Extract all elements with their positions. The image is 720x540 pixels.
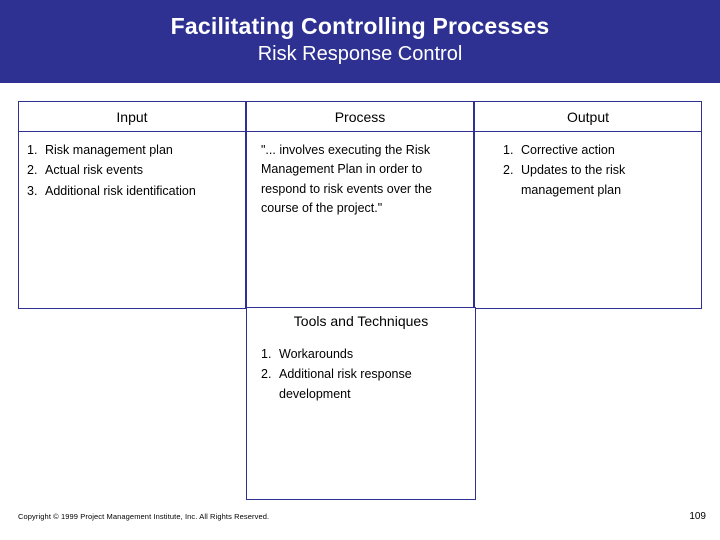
list-item: 2. Updates to the risk management plan — [503, 161, 693, 200]
output-column: Output 1. Corrective action 2. Updates to … — [474, 101, 702, 309]
list-item-number: 2. — [27, 163, 38, 178]
list-item: 1. Risk management plan — [27, 141, 237, 160]
input-column: Input 1. Risk management plan 2. Actual ri… — [18, 101, 246, 309]
page-title: Facilitating Controlling Processes — [170, 13, 550, 39]
input-list: 1. Risk management plan 2. Actual risk eve… — [27, 141, 237, 201]
list-item: 3. Additional risk identification — [27, 182, 237, 201]
process-column-body: "... involves executing the Risk Managem… — [247, 132, 473, 219]
ipo-table: Input 1. Risk management plan 2. Actual ri… — [18, 101, 702, 309]
list-item-number: 3. — [27, 183, 38, 198]
list-item: 1. Corrective action — [503, 141, 693, 160]
list-item: 1. Workarounds — [261, 345, 465, 364]
list-item-number: 1. — [261, 347, 272, 361]
list-item: 2. Additional risk response development — [261, 365, 465, 404]
output-list: 1. Corrective action 2. Updates to the ris… — [503, 141, 693, 200]
list-item-number: 2. — [261, 367, 272, 382]
output-column-header: Output — [475, 102, 701, 132]
list-item-number: 1. — [27, 143, 38, 157]
list-item-label: Actual risk events — [45, 163, 143, 178]
list-item-number: 2. — [503, 163, 514, 178]
process-column: Process "... involves executing the Risk… — [246, 101, 474, 309]
input-column-body: 1. Risk management plan 2. Actual risk eve… — [19, 132, 245, 201]
output-column-body: 1. Corrective action 2. Updates to the ris… — [475, 132, 701, 200]
list-item-label: Additional risk identification — [45, 183, 196, 198]
list-item-label: Risk management plan — [45, 143, 173, 157]
list-item-label: Updates to the risk management plan — [521, 163, 626, 197]
list-item-number: 1. — [503, 143, 514, 157]
tools-and-techniques-box: Tools and Techniques 1. Workarounds 2. Add… — [246, 307, 476, 500]
input-column-header: Input — [19, 102, 245, 132]
page-number: 109 — [689, 511, 706, 522]
tools-body: 1. Workarounds 2. Additional risk response… — [246, 333, 476, 500]
list-item-label: Workarounds — [279, 347, 354, 361]
process-description: "... involves executing the Risk Managem… — [261, 143, 432, 216]
tools-header: Tools and Techniques — [246, 307, 476, 334]
copyright-notice: Copyright © 1999 Project Management Inst… — [18, 512, 270, 521]
list-item-label: Corrective action — [521, 143, 615, 157]
list-item: 2. Actual risk events — [27, 161, 237, 180]
header-banner: Facilitating Controlling Processes Risk … — [0, 0, 720, 83]
process-column-header: Process — [247, 102, 473, 132]
list-item-label: Additional risk response development — [279, 367, 412, 401]
tools-list: 1. Workarounds 2. Additional risk response… — [261, 345, 465, 404]
page-subtitle: Risk Response Control — [257, 43, 463, 65]
